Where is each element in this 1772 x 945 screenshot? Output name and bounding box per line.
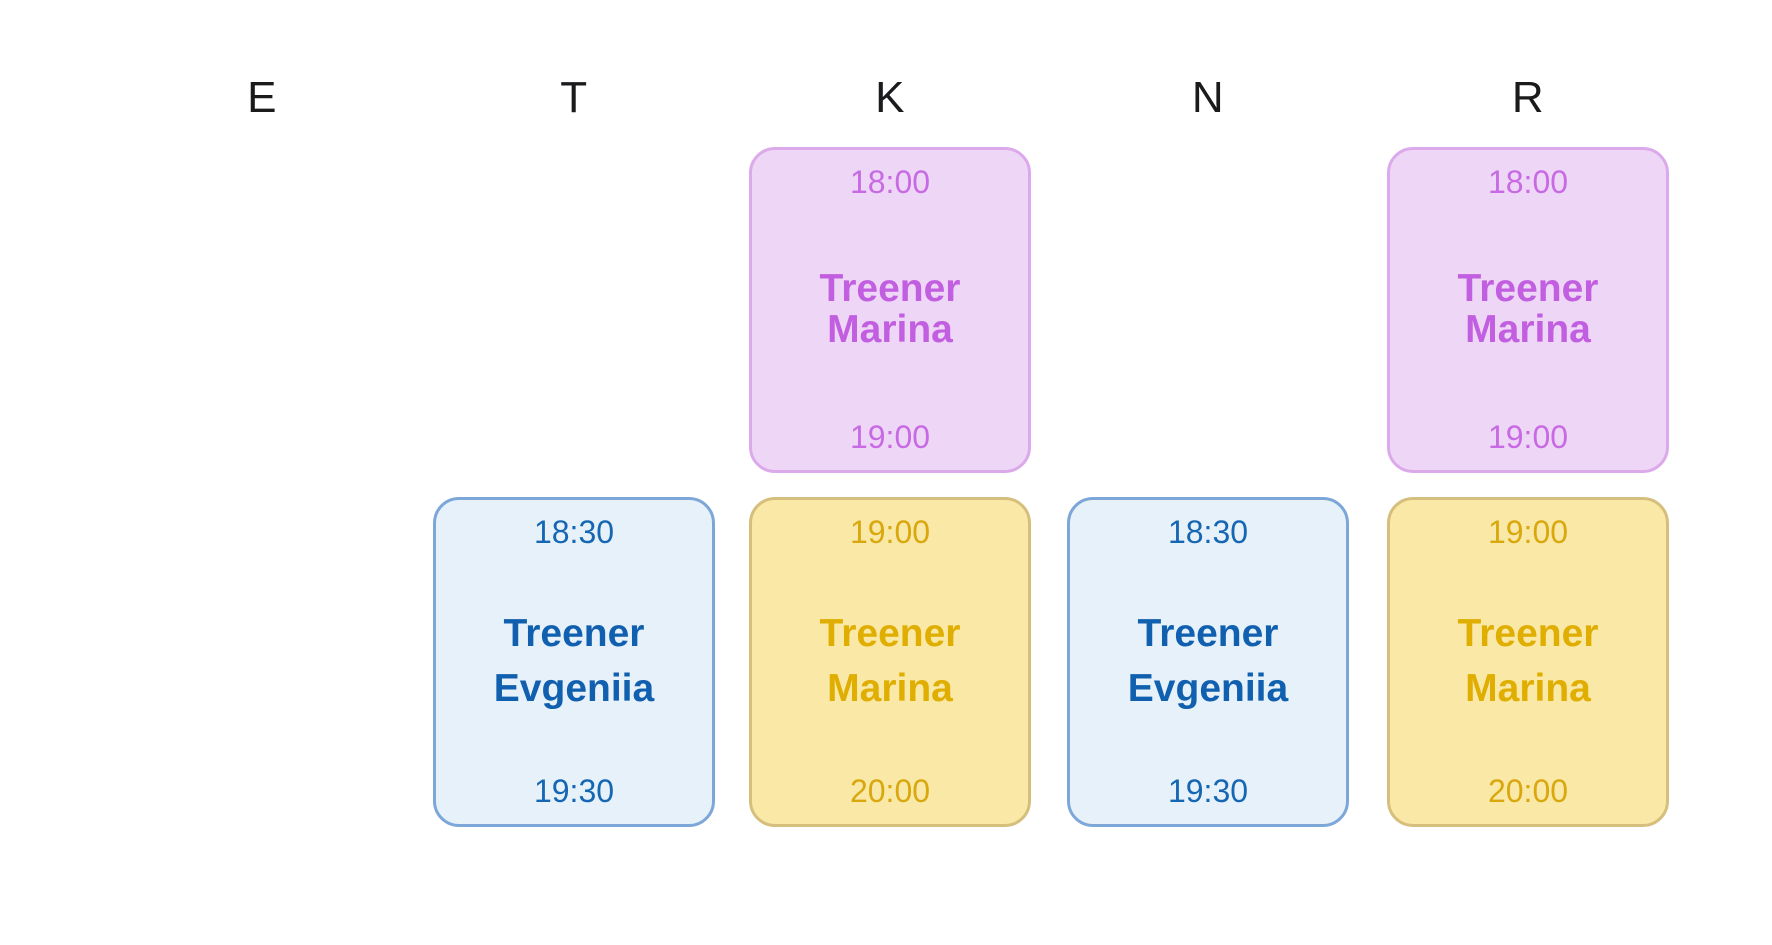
event-title: Treener Marina [1457,612,1599,710]
event-card[interactable]: 18:00 Treener Marina 19:00 [1387,147,1669,473]
event-card[interactable]: 18:30 Treener Evgeniia 19:30 [1067,497,1349,827]
day-header-t: T [560,73,588,122]
day-header-e: E [247,73,277,122]
day-header-k: K [875,73,905,122]
event-card[interactable]: 19:00 Treener Marina 20:00 [749,497,1031,827]
event-start-time: 19:00 [1487,514,1569,550]
event-start-time: 18:30 [1167,514,1249,550]
event-title: Treener Marina [819,267,961,351]
event-end-time: 19:00 [1487,419,1569,456]
event-end-time: 19:00 [849,419,931,456]
event-start-time: 18:30 [533,514,615,550]
event-start-time: 19:00 [849,514,931,550]
event-end-time: 20:00 [1487,773,1569,810]
event-title: Treener Evgeniia [1127,612,1289,710]
event-end-time: 19:30 [533,773,615,810]
event-title: Treener Evgeniia [493,612,655,710]
event-title: Treener Marina [1457,267,1599,351]
day-header-n: N [1191,73,1225,122]
event-start-time: 18:00 [1487,164,1569,200]
event-end-time: 20:00 [849,773,931,810]
event-title: Treener Marina [819,612,961,710]
event-card[interactable]: 18:00 Treener Marina 19:00 [749,147,1031,473]
event-end-time: 19:30 [1167,773,1249,810]
event-start-time: 18:00 [849,164,931,200]
event-card[interactable]: 19:00 Treener Marina 20:00 [1387,497,1669,827]
event-card[interactable]: 18:30 Treener Evgeniia 19:30 [433,497,715,827]
day-header-r: R [1511,73,1545,122]
